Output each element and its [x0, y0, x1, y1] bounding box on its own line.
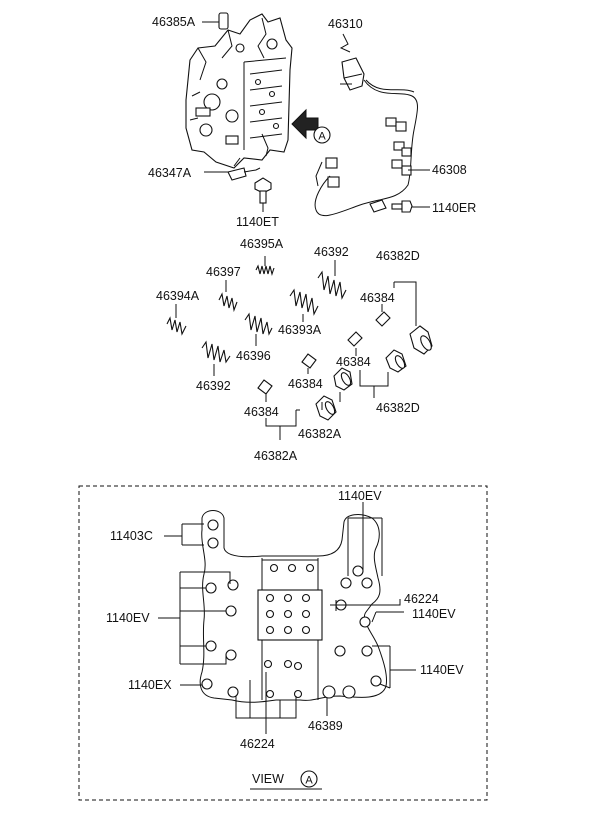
- label-46382A-bottom: 46382A: [254, 449, 298, 463]
- cover-46385A: [202, 12, 229, 30]
- label-46392-top: 46392: [314, 245, 349, 259]
- bolt-1140ET: [254, 177, 272, 212]
- bolt-1140ER: [391, 200, 430, 213]
- label-46395A: 46395A: [240, 237, 284, 251]
- spring-46397: [218, 280, 238, 313]
- label-46384-lower: 46384: [288, 377, 323, 391]
- plug-46382D-bottom: [359, 349, 407, 398]
- label-46384-top: 46384: [360, 291, 395, 305]
- label-46308: 46308: [432, 163, 467, 177]
- spring-46396: [244, 312, 273, 346]
- label-46382A-mid: 46382A: [298, 427, 342, 441]
- label-1140EV-top: 1140EV: [338, 489, 382, 503]
- label-11403C: 11403C: [110, 529, 153, 543]
- upper-callout-labels: 46385A 46310 46308 1140ER 46347A 1140ET …: [148, 15, 476, 463]
- label-46347A: 46347A: [148, 166, 192, 180]
- plug-46382A-mid: [333, 367, 353, 391]
- view-a-labels: 11403C 1140EV 1140EV 46224 1140EV 1140EV…: [106, 489, 464, 790]
- wiring-harness-46308: [314, 33, 430, 217]
- view-letter: A: [305, 775, 313, 787]
- shaft-46347A: [204, 157, 261, 181]
- spring-46392-top: [317, 260, 347, 300]
- label-46224-right: 46224: [404, 592, 439, 606]
- view-a-frame: [78, 485, 488, 801]
- label-46384-bottom: 46384: [244, 405, 279, 419]
- spring-46394A: [166, 304, 187, 336]
- spring-46392-bottom: [201, 340, 231, 376]
- plug-46382A-bottom: [265, 392, 341, 440]
- label-46310: 46310: [328, 17, 363, 31]
- label-46396: 46396: [236, 349, 271, 363]
- label-46382D-top: 46382D: [376, 249, 420, 263]
- label-46393A: 46393A: [278, 323, 322, 337]
- label-1140EV-left: 1140EV: [106, 611, 150, 625]
- ring-46384-lower: [301, 353, 317, 374]
- view-letter-circle: [300, 770, 318, 788]
- ring-46384-mid: [347, 331, 363, 356]
- label-46382D-bottom: 46382D: [376, 401, 420, 415]
- label-46397: 46397: [206, 265, 241, 279]
- label-46389: 46389: [308, 719, 343, 733]
- label-46394A: 46394A: [156, 289, 200, 303]
- label-1140EX: 1140EX: [128, 678, 172, 692]
- label-46392-bottom: 46392: [196, 379, 231, 393]
- plug-46382D-top: [393, 281, 433, 355]
- ring-46384-bottom: [257, 379, 273, 402]
- label-46224-bottom: 46224: [240, 737, 275, 751]
- label-1140ET: 1140ET: [236, 215, 279, 229]
- label-46385A: 46385A: [152, 15, 196, 29]
- view-title: VIEW: [252, 772, 284, 786]
- arrow-label: A: [318, 131, 326, 143]
- label-46384-mid: 46384: [336, 355, 371, 369]
- ring-46384-top: [375, 304, 391, 327]
- valve-body-assembly: [185, 13, 293, 169]
- spring-46393A: [289, 288, 319, 322]
- label-1140ER: 1140ER: [432, 201, 476, 215]
- label-1140EV-lower-right: 1140EV: [420, 663, 464, 677]
- spring-46395A: [255, 256, 275, 276]
- label-1140EV-right: 1140EV: [412, 607, 456, 621]
- view-a-panel: [78, 485, 488, 801]
- view-a-arrow: A: [291, 108, 331, 144]
